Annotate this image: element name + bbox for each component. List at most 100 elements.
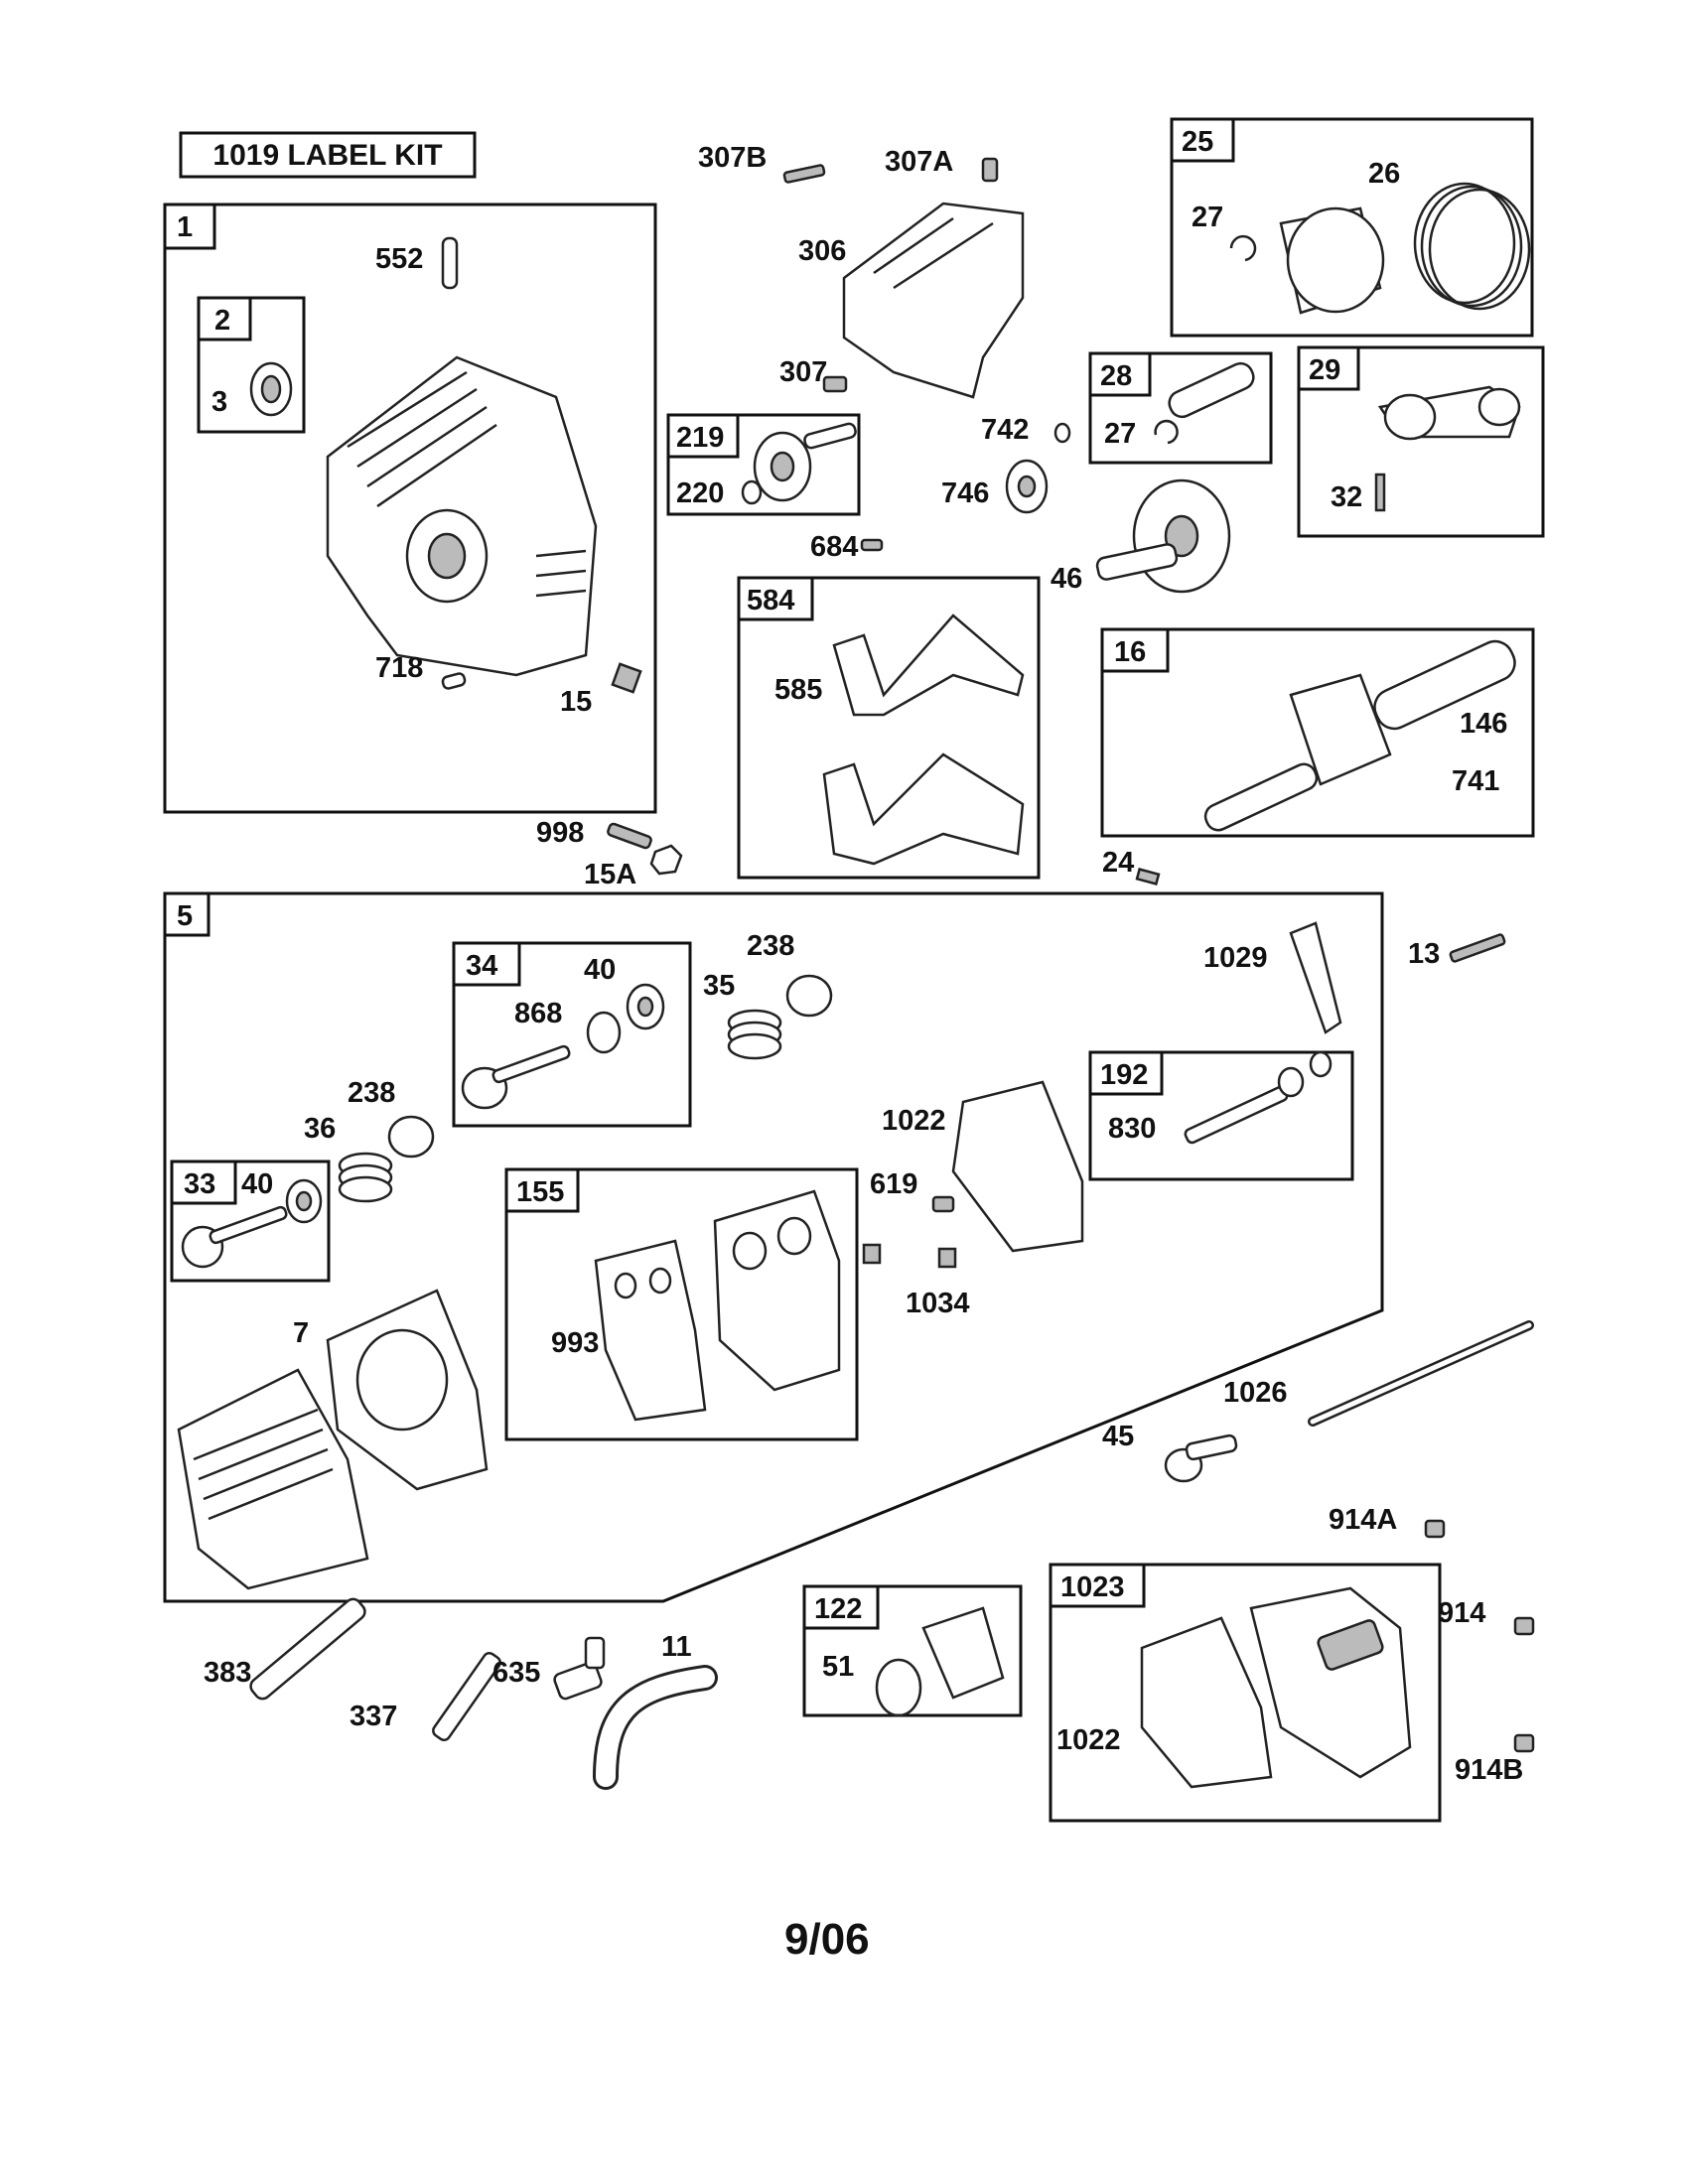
callout-307: 307: [779, 356, 827, 388]
cap-238b-drawing: [387, 1115, 435, 1159]
callout-307a: 307A: [885, 146, 953, 178]
callout-552: 552: [375, 243, 423, 275]
group-192-label: 192: [1100, 1059, 1148, 1091]
seal-40b-drawing: [285, 1178, 323, 1224]
spring-35-drawing: [727, 1009, 782, 1060]
group-34-frame: 34: [452, 941, 692, 1128]
callout-220: 220: [676, 478, 724, 509]
head-plate-drawing: [713, 1189, 841, 1392]
piston-rings-drawing: [1413, 182, 1531, 311]
clip-1034b-drawing: [937, 1247, 957, 1269]
seal-drawing: [249, 361, 293, 417]
gasket-51-drawing: [875, 1658, 922, 1717]
crankcase-drawing: [326, 355, 598, 677]
callout-46: 46: [1051, 563, 1082, 595]
group-29-label: 29: [1309, 354, 1340, 386]
head-gasket-drawing: [326, 1289, 489, 1491]
callout-51: 51: [822, 1651, 854, 1683]
callout-337: 337: [350, 1701, 397, 1732]
bolt-32-drawing: [1374, 473, 1386, 512]
group-33-label: 33: [184, 1168, 215, 1200]
callout-24: 24: [1102, 847, 1134, 879]
screw-914-drawing: [1513, 1616, 1535, 1636]
callout-868: 868: [514, 998, 562, 1029]
group-122-frame: 122: [802, 1584, 1023, 1717]
camshaft-drawing: [1095, 478, 1231, 594]
callout-32: 32: [1331, 481, 1362, 513]
callout-27a: 27: [1192, 202, 1223, 233]
retainer-868-drawing: [586, 1011, 622, 1054]
callout-1026: 1026: [1223, 1377, 1288, 1409]
cylinder-head-drawing: [177, 1368, 369, 1590]
callout-27b: 27: [1104, 418, 1136, 450]
group-192-frame: 192: [1088, 1050, 1354, 1181]
group-155-label: 155: [516, 1176, 564, 1208]
callout-1022b: 1022: [1056, 1724, 1121, 1756]
pin-552-drawing: [441, 236, 459, 290]
callout-619: 619: [870, 1168, 917, 1200]
callout-742: 742: [981, 414, 1029, 446]
callout-40b: 40: [241, 1168, 273, 1200]
group-219-label: 219: [676, 422, 724, 454]
callout-993: 993: [551, 1327, 599, 1359]
callout-15: 15: [560, 686, 592, 718]
group-28-frame: 28: [1088, 351, 1273, 465]
nut-15a-drawing: [649, 844, 683, 876]
clip-27-drawing: [1229, 234, 1257, 262]
callout-635: 635: [492, 1657, 540, 1689]
valve-33-drawing: [181, 1205, 288, 1269]
screw-914b-drawing: [1513, 1733, 1535, 1753]
valve-34-drawing: [461, 1044, 571, 1110]
stud-998-drawing: [607, 822, 652, 850]
callout-7: 7: [293, 1317, 309, 1349]
group-16-frame: 16: [1100, 627, 1535, 838]
wrist-pin-drawing: [1168, 361, 1255, 419]
group-33-frame: 33: [170, 1160, 331, 1283]
group-5-frame: 5: [163, 891, 1384, 1603]
callout-15a: 15A: [584, 859, 636, 890]
cap-238a-drawing: [785, 974, 833, 1018]
screw-307-drawing: [822, 375, 848, 393]
callout-35: 35: [703, 970, 735, 1002]
callout-307b: 307B: [698, 142, 767, 174]
gasket-993-drawing: [594, 1239, 707, 1422]
callout-684: 684: [810, 531, 858, 563]
gasket-585a-drawing: [832, 614, 1025, 717]
callout-238a: 238: [747, 930, 794, 962]
group-1023-frame: 1023: [1049, 1563, 1442, 1823]
callout-914: 914: [1438, 1597, 1485, 1629]
screw-307b-drawing: [782, 164, 826, 184]
group-584-label: 584: [747, 585, 794, 616]
rocker-arm-1029-drawing: [1289, 921, 1342, 1034]
callout-914a: 914A: [1329, 1504, 1397, 1536]
group-122-label: 122: [814, 1593, 862, 1625]
screw-914a-drawing: [1424, 1519, 1446, 1539]
screw-684-drawing: [860, 538, 884, 552]
group-1-label: 1: [177, 211, 193, 243]
cover-306-drawing: [842, 202, 1025, 399]
push-rod-1026-drawing: [1308, 1320, 1534, 1427]
gasket-1022a-drawing: [951, 1080, 1084, 1253]
callout-1029: 1029: [1203, 942, 1268, 974]
callout-1022a: 1022: [882, 1105, 946, 1137]
gear-746-drawing: [1005, 459, 1049, 514]
connecting-rod-drawing: [1377, 385, 1521, 441]
washer-220-drawing: [741, 479, 763, 505]
callout-830: 830: [1108, 1113, 1156, 1145]
plug-15-drawing: [611, 662, 642, 694]
callout-718: 718: [375, 652, 423, 684]
callout-306: 306: [798, 235, 846, 267]
callout-40a: 40: [584, 954, 616, 986]
callout-914b: 914B: [1455, 1754, 1523, 1786]
spark-plug-337-drawing: [432, 1651, 501, 1742]
group-219-frame: 219: [666, 413, 861, 516]
key-24-drawing: [1135, 868, 1161, 886]
breather-drawing: [921, 1606, 1005, 1700]
callout-36: 36: [304, 1113, 336, 1145]
bolt-13-drawing: [1449, 933, 1506, 963]
callout-585: 585: [774, 674, 822, 706]
callout-11: 11: [661, 1631, 692, 1663]
gasket-1022b-drawing: [1140, 1616, 1273, 1789]
clip-27b-drawing: [1154, 419, 1179, 445]
